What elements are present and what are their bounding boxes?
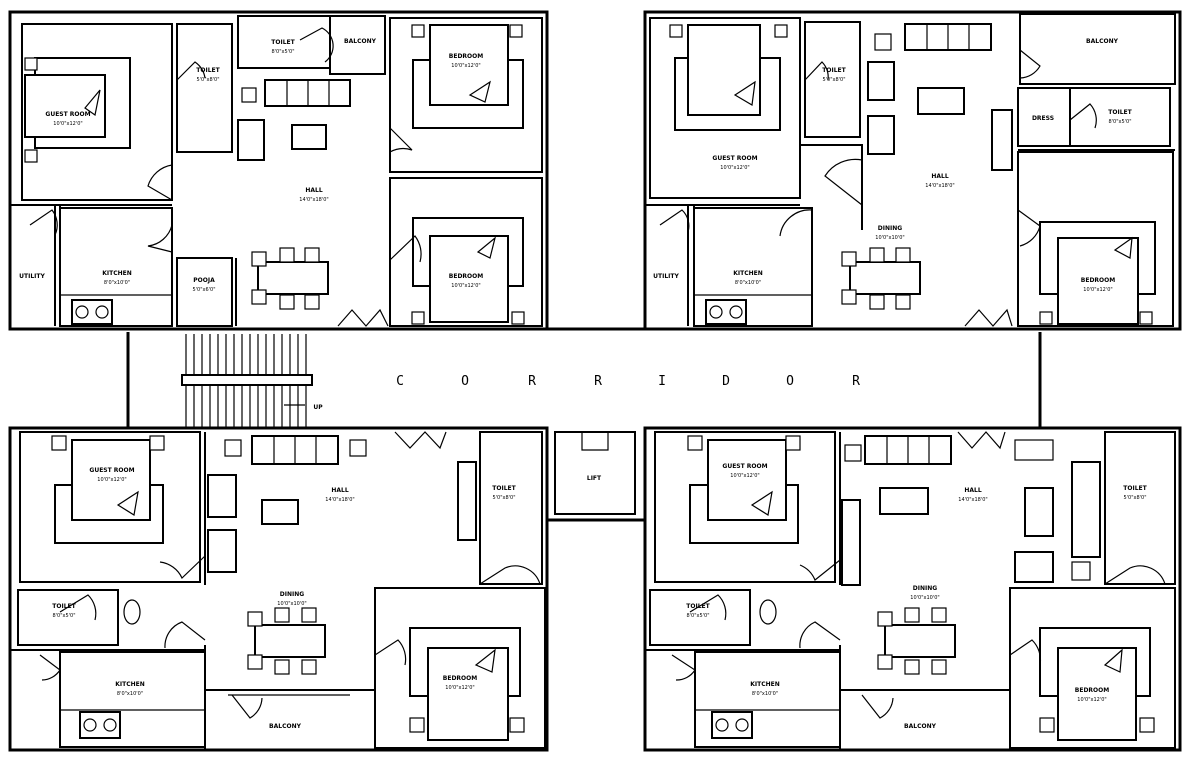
room-name: BEDROOM [1081, 277, 1115, 284]
room-name: KITCHEN [750, 681, 780, 688]
room-size: 14'0"x18'0" [925, 183, 954, 189]
corridor-letter: R [594, 374, 602, 389]
apartment-top-left [8, 10, 549, 331]
room-size: 10'0"x12'0" [730, 473, 759, 479]
room-name: TOILET [1108, 109, 1132, 116]
room-size: 10'0"x12'0" [445, 685, 474, 691]
room-size: 8'0"x10'0" [735, 280, 761, 286]
room-name: BEDROOM [449, 273, 483, 280]
room-size: 8'0"x5'0" [271, 49, 294, 55]
room-name: KITCHEN [733, 270, 763, 277]
room-size: 10'0"x12'0" [97, 477, 126, 483]
room-name: TOILET [492, 485, 516, 492]
room-name: POOJA [193, 277, 215, 284]
room-name: HALL [931, 173, 948, 180]
room-size: 5'0"x8'0" [196, 77, 219, 83]
room-size: 10'0"x12'0" [451, 283, 480, 289]
room-name: DINING [280, 591, 304, 598]
corridor-letter: D [722, 374, 730, 389]
room-size: 10'0"x12'0" [720, 165, 749, 171]
room-size: 8'0"x5'0" [1108, 119, 1131, 125]
room-name: UTILITY [19, 273, 45, 280]
staircase [181, 334, 313, 428]
room-name: BALCONY [1086, 38, 1119, 45]
room-size: 5'0"x8'0" [1123, 495, 1146, 501]
room-name: HALL [331, 487, 348, 494]
room-size: 14'0"x18'0" [325, 497, 354, 503]
corridor-area [126, 327, 1042, 428]
room-name: TOILET [52, 603, 76, 610]
corridor-letter: R [852, 374, 860, 389]
apartment-bottom-right [643, 426, 1182, 752]
room-size: 10'0"x12'0" [1077, 697, 1106, 703]
room-name: TOILET [271, 39, 295, 46]
room-name: DINING [913, 585, 937, 592]
corridor-letter: O [786, 374, 794, 389]
corridor-letter: O [461, 374, 469, 389]
room-size: 10'0"x10'0" [277, 601, 306, 607]
room-size: 14'0"x18'0" [958, 497, 987, 503]
room-name: BEDROOM [443, 675, 477, 682]
room-name: TOILET [1123, 485, 1147, 492]
room-name: BEDROOM [1075, 687, 1109, 694]
room-name: HALL [964, 487, 981, 494]
room-name: KITCHEN [115, 681, 145, 688]
room-size: 8'0"x5'0" [686, 613, 709, 619]
apartment-top-right [643, 10, 1182, 331]
room-name: UTILITY [653, 273, 679, 280]
room-size: 5'0"x8'0" [822, 77, 845, 83]
corridor-letter: I [658, 374, 666, 389]
apartment-bottom-left [8, 426, 549, 752]
room-name: TOILET [196, 67, 220, 74]
room-name: TOILET [822, 67, 846, 74]
room-name: DRESS [1032, 115, 1054, 122]
room-name: TOILET [686, 603, 710, 610]
room-name: GUEST ROOM [712, 155, 757, 162]
room-name: GUEST ROOM [89, 467, 134, 474]
room-name: BALCONY [269, 723, 302, 730]
stair-up-label: UP [313, 404, 323, 411]
room-name: GUEST ROOM [722, 463, 767, 470]
room-name: GUEST ROOM [45, 111, 90, 118]
room-size: 10'0"x12'0" [1083, 287, 1112, 293]
corridor-letter: R [528, 374, 536, 389]
lift-core [547, 431, 645, 522]
room-size: 5'0"x8'0" [492, 495, 515, 501]
room-name: HALL [305, 187, 322, 194]
room-size: 8'0"x5'0" [52, 613, 75, 619]
room-size: 14'0"x18'0" [299, 197, 328, 203]
room-size: 8'0"x10'0" [752, 691, 778, 697]
room-size: 8'0"x10'0" [104, 280, 130, 286]
corridor-letter: C [396, 374, 404, 389]
room-name: DINING [878, 225, 902, 232]
room-name: BALCONY [904, 723, 937, 730]
room-labels: C O R R I D O R UP LIFT GUEST ROOM 10'0"… [19, 38, 1147, 730]
room-name: BALCONY [344, 38, 377, 45]
room-name: BEDROOM [449, 53, 483, 60]
room-size: 10'0"x10'0" [910, 595, 939, 601]
room-size: 10'0"x12'0" [53, 121, 82, 127]
room-name: KITCHEN [102, 270, 132, 277]
room-size: 10'0"x10'0" [875, 235, 904, 241]
room-size: 8'0"x10'0" [117, 691, 143, 697]
room-size: 5'0"x6'0" [192, 287, 215, 293]
room-size: 10'0"x12'0" [451, 63, 480, 69]
lift-label: LIFT [587, 475, 602, 482]
